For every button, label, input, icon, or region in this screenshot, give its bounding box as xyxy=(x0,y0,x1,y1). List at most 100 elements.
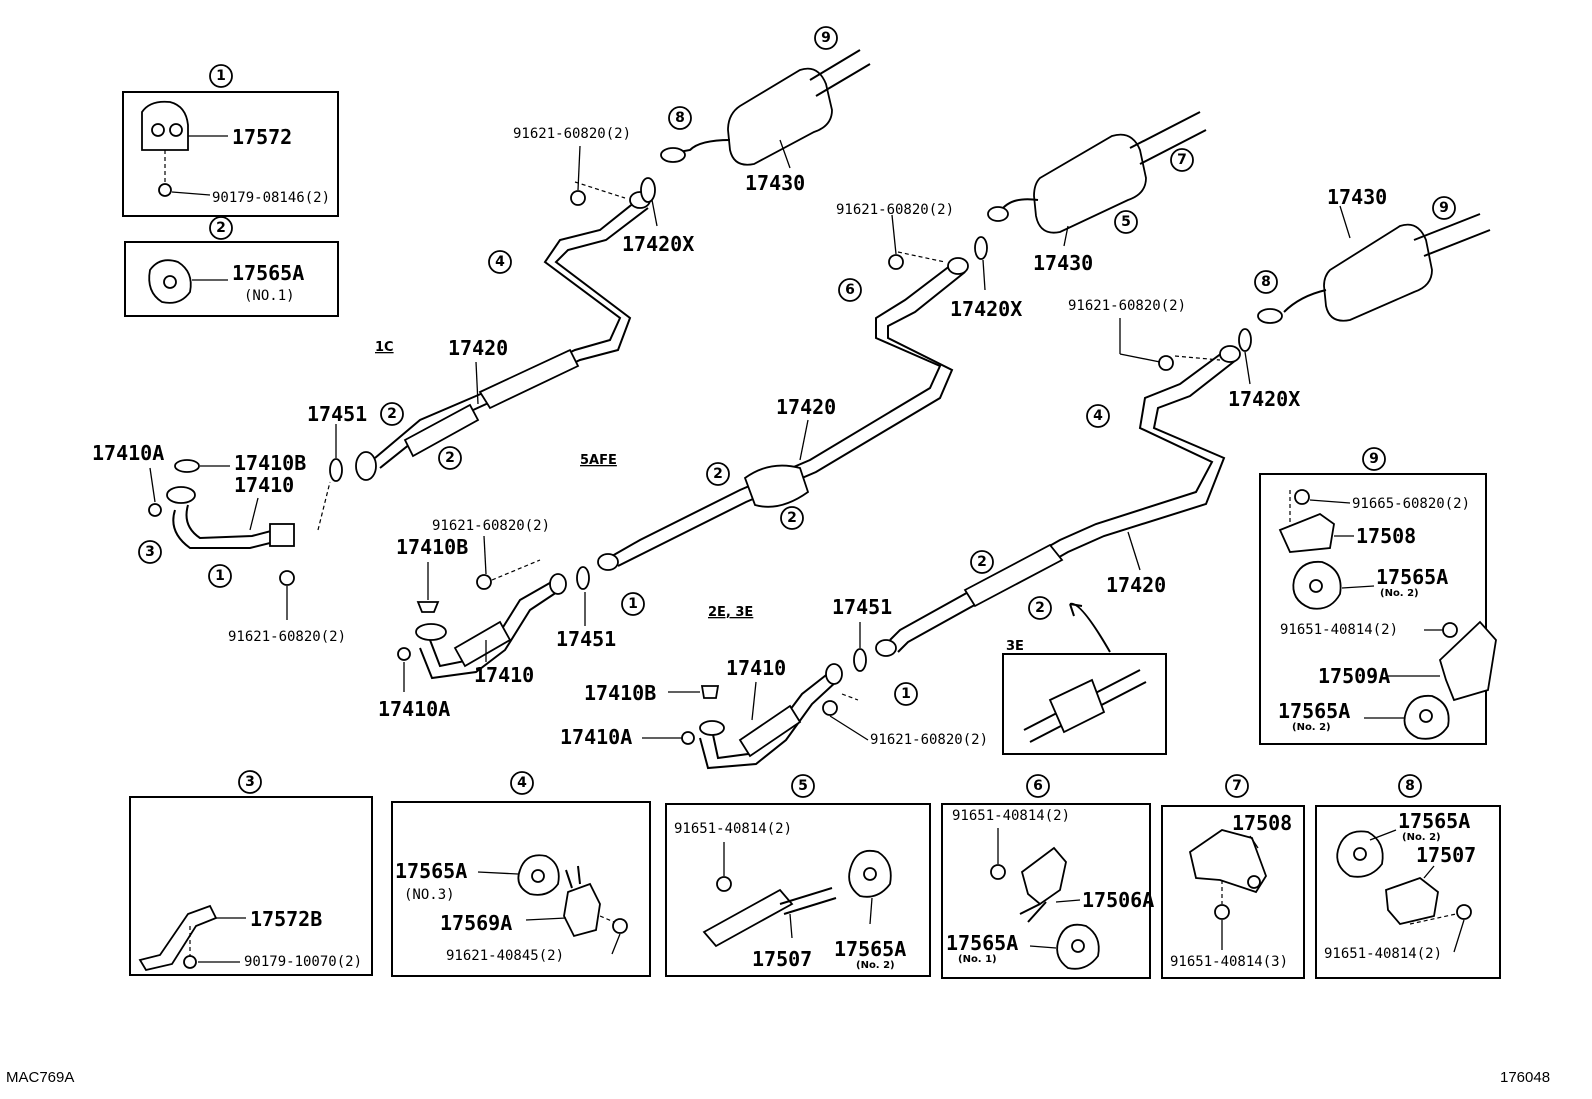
bolt-icon xyxy=(570,190,586,206)
bolt-icon xyxy=(476,574,492,590)
front-pipe-upper xyxy=(429,579,556,668)
detail-3e-frame xyxy=(1002,653,1167,755)
label-17569A: 17569A xyxy=(440,911,512,935)
inset-8-frame xyxy=(1315,805,1501,979)
callout-8 xyxy=(668,106,692,130)
label-90179-10070: 90179-10070(2) xyxy=(244,954,362,970)
callout-6-header-label: 6 xyxy=(1033,778,1043,794)
callout-1-header-label: 1 xyxy=(216,68,226,84)
manifold-flange-icon xyxy=(415,623,447,641)
label-91651-40814-box6: 91651-40814(2) xyxy=(952,808,1070,824)
leader-line xyxy=(1055,899,1081,903)
callout-2-header-label: 2 xyxy=(216,220,226,236)
hanger-hole-icon xyxy=(1309,579,1323,593)
assembly-line xyxy=(841,693,859,701)
label-91621-60820-5afe-mid: 91621-60820(2) xyxy=(432,518,550,534)
callout-1 xyxy=(621,592,645,616)
label-17420-2e3e: 17420 xyxy=(1106,573,1166,597)
label-17410A-2e3e: 17410A xyxy=(560,725,632,749)
label-91621-40845: 91621-40845(2) xyxy=(446,948,564,964)
assembly-line xyxy=(317,481,331,531)
leader-line xyxy=(1119,353,1161,363)
hanger-block-icon xyxy=(141,100,189,151)
inset-box-4: 4 17565A (NO.3) 17569A 91621-40845(2) xyxy=(391,771,651,977)
label-no3-box4: (NO.3) xyxy=(404,887,455,903)
callout-3-header xyxy=(238,770,262,794)
label-no2-box8: (No. 2) xyxy=(1402,832,1441,843)
leader-line xyxy=(1063,225,1069,247)
center-pipe-lower xyxy=(897,359,1237,653)
leader-line xyxy=(891,214,897,255)
bracket-icon xyxy=(1438,620,1497,702)
gasket-icon xyxy=(576,566,590,590)
inset-box-8: 8 17565A (No. 2) 17507 91651-40814(2) xyxy=(1315,774,1501,979)
callout-9 xyxy=(814,26,838,50)
bracket-icon xyxy=(1188,829,1267,894)
leader-line xyxy=(249,497,259,531)
muffler-inlet-pipe xyxy=(1283,289,1327,313)
callout-1-label: 1 xyxy=(901,686,911,702)
resonator-icon xyxy=(478,348,580,410)
bracket-icon xyxy=(1278,512,1335,553)
front-pipe-lower xyxy=(419,589,561,680)
inset-box-5: 5 91651-40814(2) 17507 17565A (No. 2) xyxy=(665,774,931,977)
leader-line xyxy=(1029,945,1057,949)
label-91651-40814-box9: 91651-40814(2) xyxy=(1280,622,1398,638)
inset-1-frame xyxy=(122,91,339,217)
assembly-2e-3e: 2E, 3E 17430 91621-60820(2) 17420X 17420 xyxy=(560,185,1491,770)
label-17508-box7: 17508 xyxy=(1232,811,1292,835)
callout-9 xyxy=(1432,196,1456,220)
hanger-hole-icon xyxy=(1419,709,1433,723)
label-17430-1c: 17430 xyxy=(745,171,805,195)
leader-line xyxy=(799,419,809,461)
label-91651-40814-box8: 91651-40814(2) xyxy=(1324,946,1442,962)
gasket-icon xyxy=(416,601,440,613)
inset-box-1: 1 17572 90179-08146(2) xyxy=(122,64,339,217)
flange-icon xyxy=(660,147,686,163)
callout-7-header xyxy=(1225,774,1249,798)
label-17410B-2e3e: 17410B xyxy=(584,681,656,705)
callout-2-label: 2 xyxy=(713,466,723,482)
inset-9-frame xyxy=(1259,473,1487,745)
leader-line xyxy=(525,917,567,921)
callout-2 xyxy=(1028,596,1052,620)
label-90179-08146: 90179-08146(2) xyxy=(212,190,330,206)
assembly-line xyxy=(599,915,615,923)
inset-box-9: 9 91665-60820(2) 17508 17565A (No. 2) 91… xyxy=(1259,447,1497,745)
label-17565A-box2: 17565A xyxy=(232,261,304,285)
callout-1-header xyxy=(209,64,233,88)
leader-line xyxy=(475,361,479,405)
leader-line xyxy=(483,535,487,575)
leader-line xyxy=(171,191,211,196)
leader-line xyxy=(1244,351,1251,385)
inset-box-2: 2 17565A (NO.1) xyxy=(124,216,339,317)
label-17430-2e3e: 17430 xyxy=(1327,185,1387,209)
manifold-flange-icon xyxy=(699,720,725,736)
callout-2 xyxy=(438,446,462,470)
label-17565A-box4: 17565A xyxy=(395,859,467,883)
callout-5-header xyxy=(791,774,815,798)
inset-3-frame xyxy=(129,796,373,976)
assembly-line xyxy=(1409,913,1457,925)
label-17420X-2e3e: 17420X xyxy=(1228,387,1300,411)
label-91621-60820-1c-top: 91621-60820(2) xyxy=(513,126,631,142)
callout-7-label: 7 xyxy=(1177,152,1187,168)
label-91621-60820-2e3e-bot: 91621-60820(2) xyxy=(870,732,988,748)
callout-8-header-label: 8 xyxy=(1405,778,1415,794)
rear-muffler-icon xyxy=(1323,223,1433,322)
detail-arrow xyxy=(1069,602,1111,653)
callout-6-label: 6 xyxy=(845,282,855,298)
flange-icon xyxy=(1219,345,1241,363)
callout-4-label: 4 xyxy=(495,254,505,270)
leader-line xyxy=(1249,835,1259,849)
leader-line xyxy=(829,715,869,741)
callout-8-label: 8 xyxy=(1261,274,1271,290)
callout-2-label: 2 xyxy=(445,450,455,466)
label-17565A-box6: 17565A xyxy=(946,931,1018,955)
callout-1 xyxy=(208,564,232,588)
label-17420-5afe: 17420 xyxy=(776,395,836,419)
leader-line xyxy=(149,467,156,503)
tail-pipe-icon xyxy=(1129,111,1207,165)
label-91621-60820-5afe-top: 91621-60820(2) xyxy=(836,202,954,218)
